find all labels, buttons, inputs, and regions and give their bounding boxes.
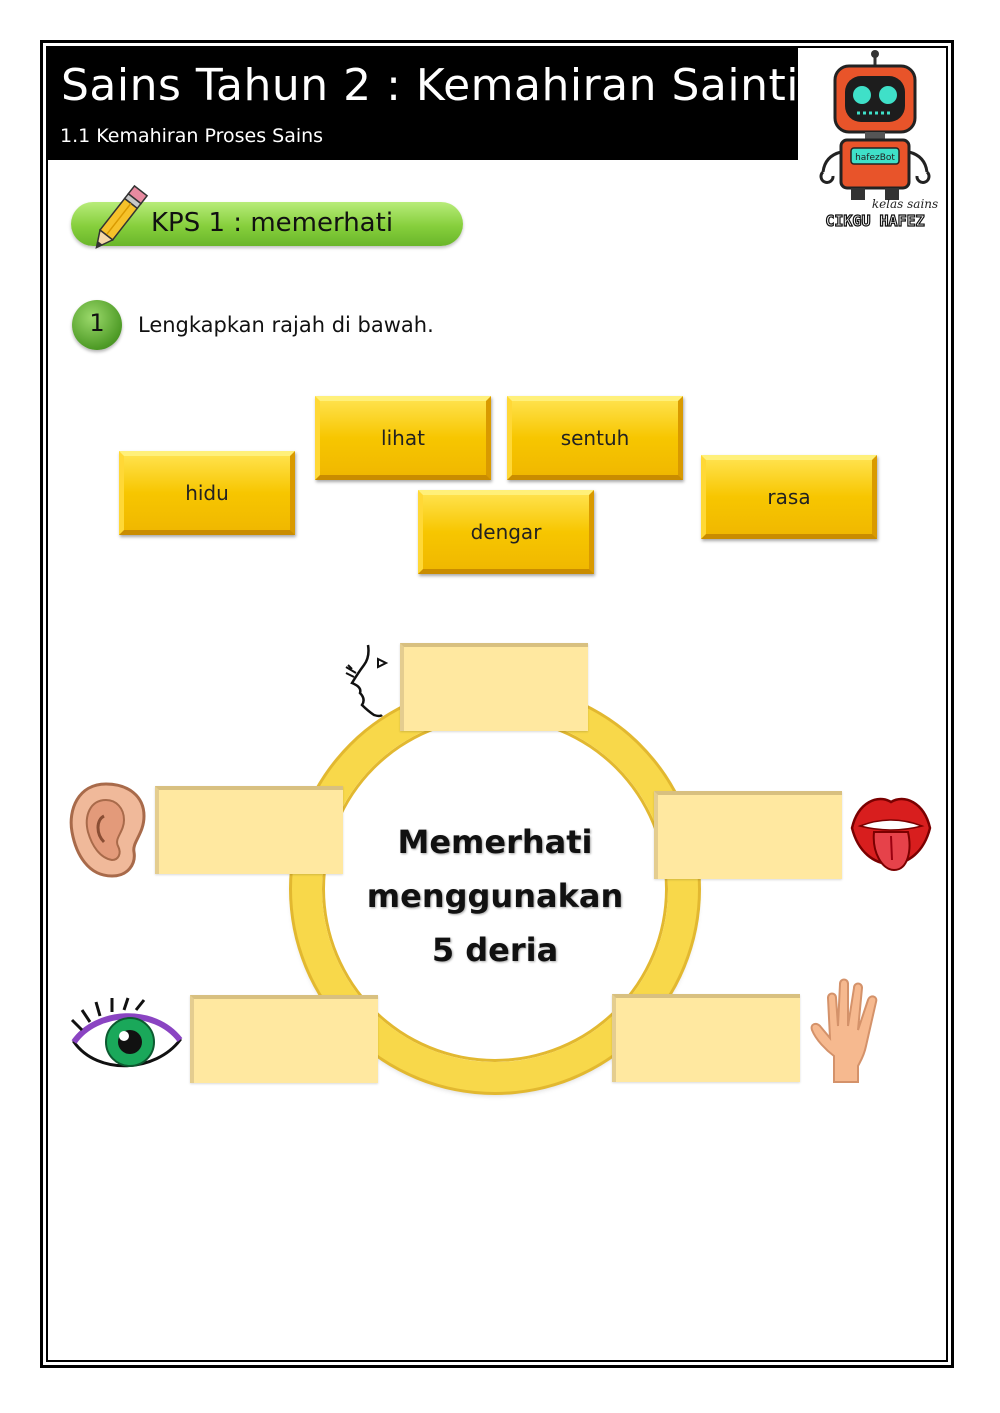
drop-slot-hand[interactable]: [612, 994, 800, 1082]
tongue-icon: [850, 797, 932, 872]
word-tile-hidu[interactable]: hidu: [119, 451, 295, 535]
page-border-outer: [40, 40, 954, 1368]
robot-logo: hafezBot kelas sains CIKGU HAFEZ: [819, 50, 938, 231]
page-subtitle: 1.1 Kemahiran Proses Sains: [60, 125, 324, 147]
drop-slot-nose[interactable]: [400, 643, 588, 731]
header-bar: Sains Tahun 2 : Kemahiran Saintifik 1.1 …: [46, 46, 853, 160]
hand-icon: [810, 978, 878, 1083]
center-line-3: 5 deria: [431, 931, 559, 969]
diagram-center-text: Memerhati menggunakan 5 deria: [360, 815, 630, 977]
ear-icon: [69, 782, 146, 878]
drop-slot-ear[interactable]: [155, 786, 343, 874]
logo-caption-bottom: CIKGU HAFEZ: [825, 212, 924, 230]
logo-caption-top: kelas sains: [872, 197, 938, 211]
nose-icon: [345, 644, 389, 718]
word-tile-dengar[interactable]: dengar: [418, 490, 594, 574]
question-number-badge: 1: [72, 300, 122, 350]
center-line-1: Memerhati: [397, 823, 593, 861]
question-instruction: Lengkapkan rajah di bawah.: [138, 313, 434, 337]
word-tile-sentuh[interactable]: sentuh: [507, 396, 683, 480]
center-line-2: menggunakan: [366, 877, 624, 915]
drop-slot-tongue[interactable]: [654, 791, 842, 879]
pencil-icon: [95, 184, 149, 249]
drop-slot-eye[interactable]: [190, 995, 378, 1083]
robot-chest-label: hafezBot: [855, 153, 895, 163]
page-title: Sains Tahun 2 : Kemahiran Saintifik: [61, 60, 854, 111]
section-label: KPS 1 : memerhati: [151, 208, 394, 238]
eye-icon: [70, 997, 183, 1068]
question-number: 1: [89, 309, 105, 337]
word-tile-lihat[interactable]: lihat: [315, 396, 491, 480]
word-tile-rasa[interactable]: rasa: [701, 455, 877, 539]
